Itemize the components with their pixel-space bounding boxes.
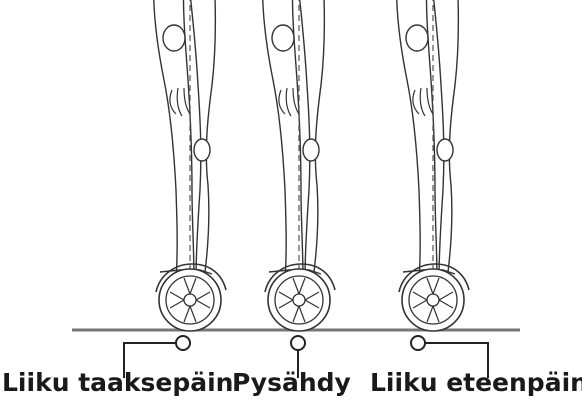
figure-backward xyxy=(154,0,226,331)
label-stop: Pysähdy xyxy=(232,368,351,398)
figure-forward xyxy=(397,0,469,331)
label-backward: Liiku taaksepäin xyxy=(2,368,233,398)
figure-stop xyxy=(263,0,335,331)
label-forward: Liiku eteenpäin xyxy=(370,368,582,398)
